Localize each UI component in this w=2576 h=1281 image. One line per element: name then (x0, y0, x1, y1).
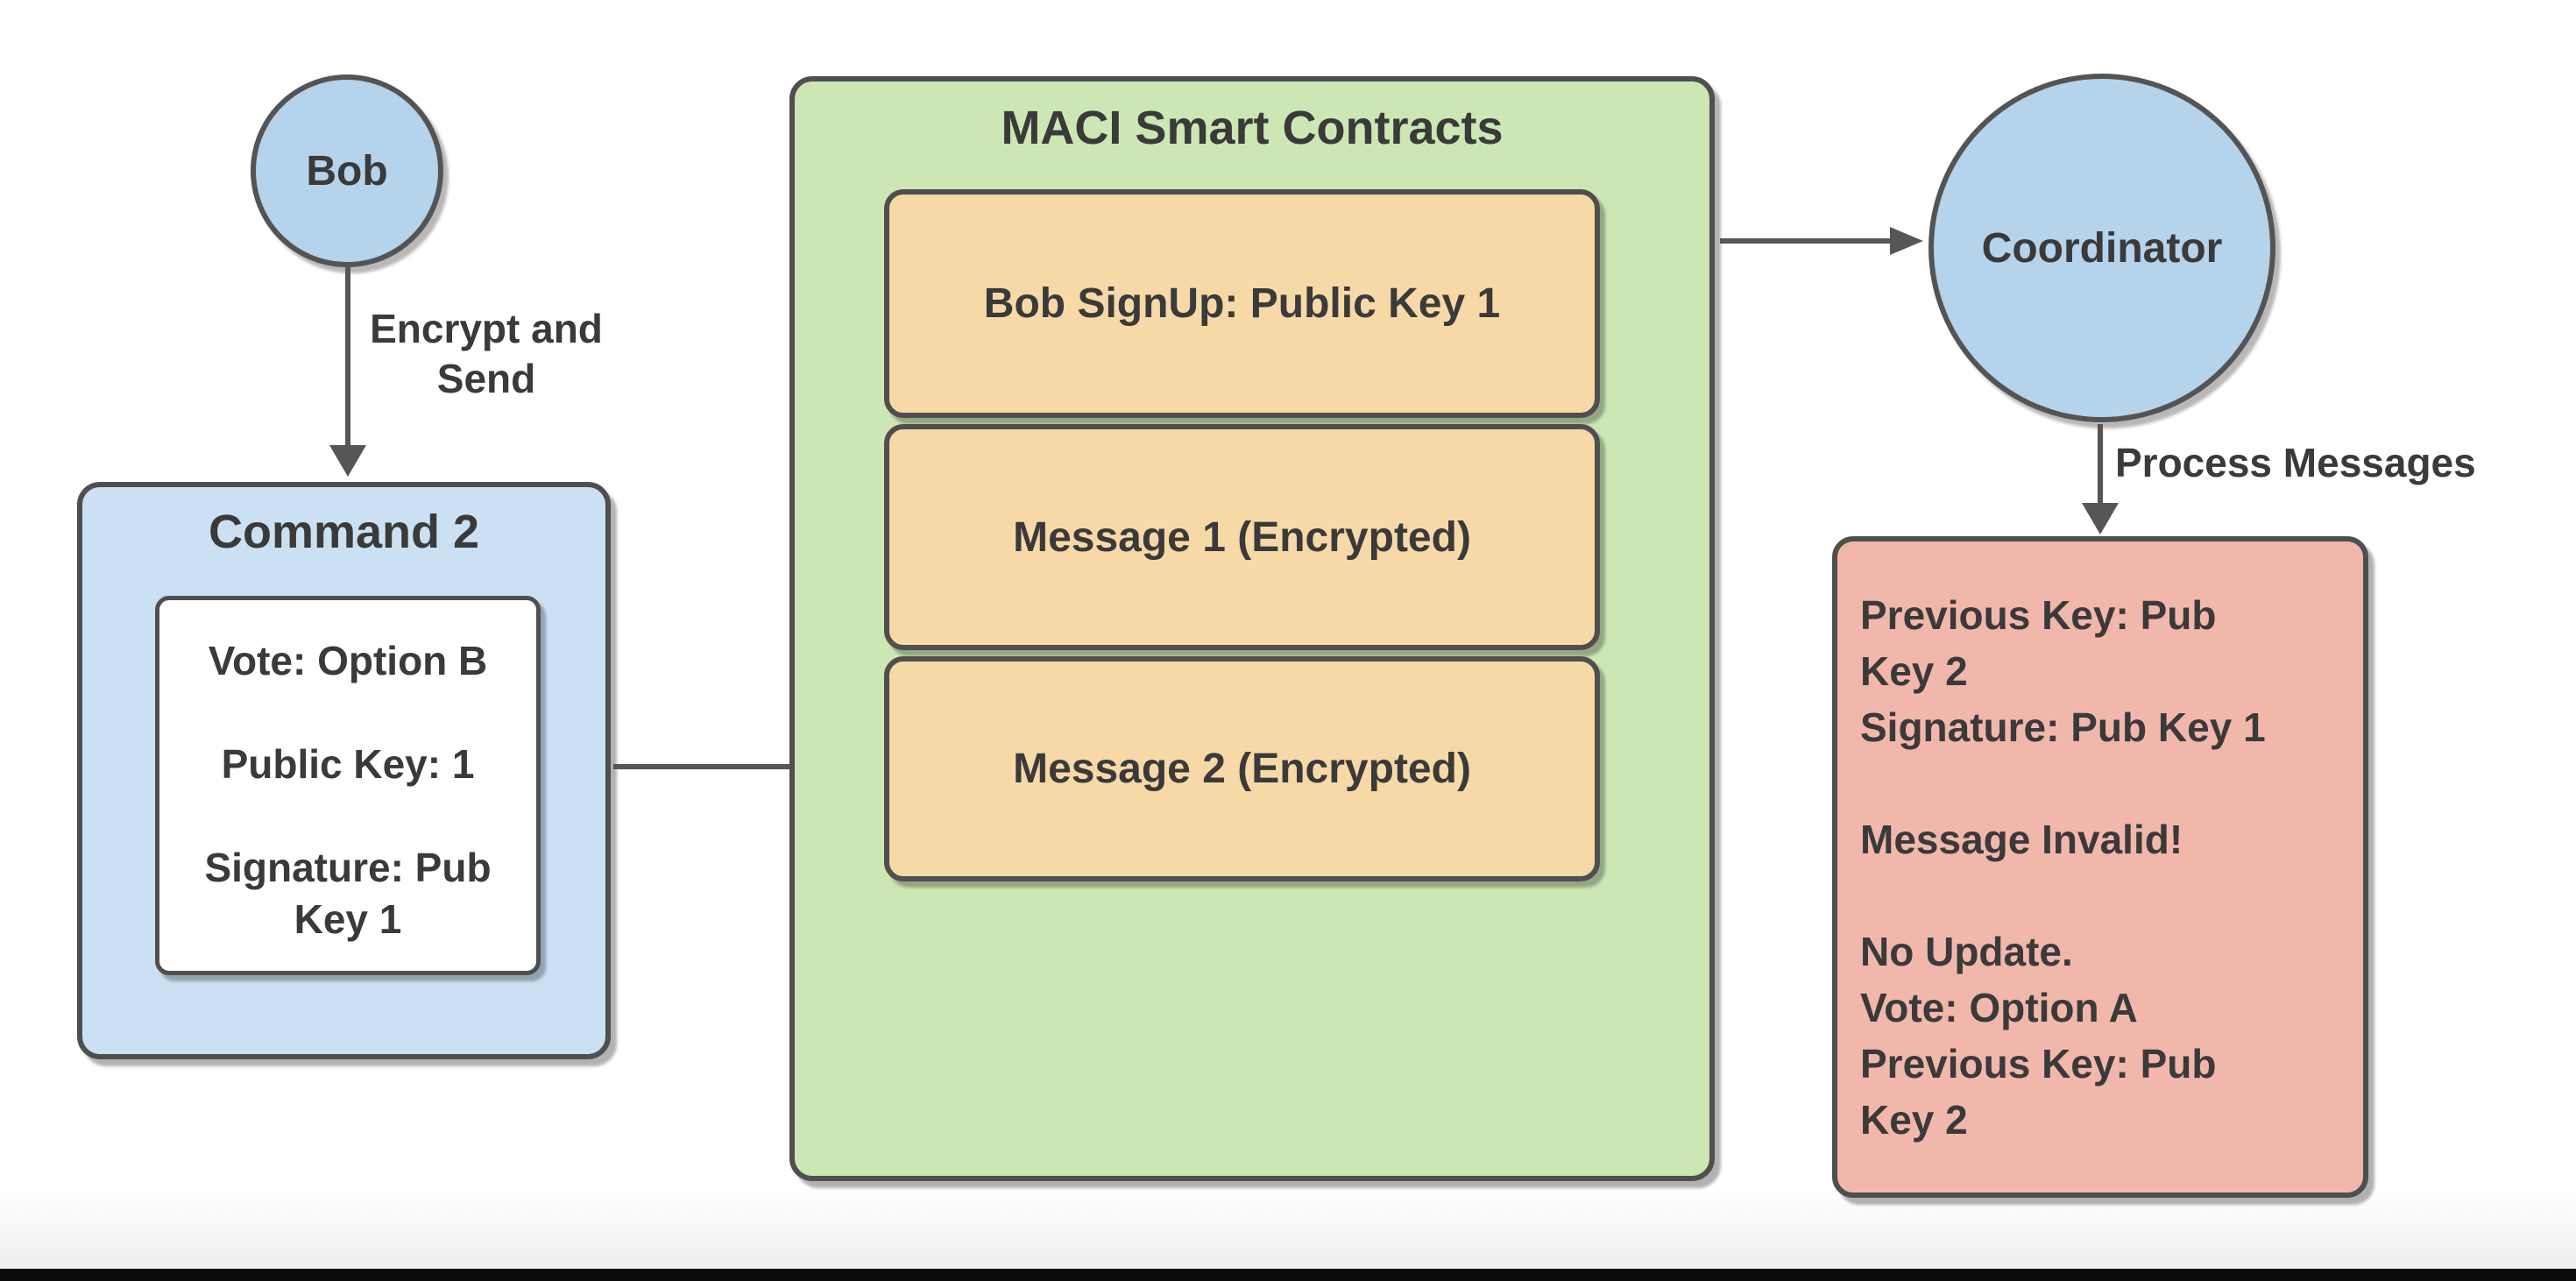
encrypt-send-label-line1: Encrypt and (370, 306, 603, 351)
process-messages-arrow (2098, 424, 2103, 505)
encrypt-send-label: Encrypt and Send (342, 304, 631, 404)
arrow-right-icon (1890, 227, 1923, 255)
command2-payload-box: Vote: Option B Public Key: 1 Signature: … (155, 596, 541, 975)
result-line: Previous Key: Pub (1860, 592, 2217, 638)
maci-item-bob-signup: Bob SignUp: Public Key 1 (884, 189, 1600, 418)
process-messages-label: Process Messages (2115, 440, 2476, 485)
maci-smart-contracts-box: MACI Smart Contracts Bob SignUp: Public … (789, 76, 1715, 1181)
result-line: No Update. (1860, 929, 2073, 974)
command2-to-message2-arrow (613, 764, 843, 769)
payload-line (159, 790, 536, 842)
result-line: Key 2 (1860, 1097, 1968, 1143)
bottom-black-bar (0, 1269, 2576, 1281)
result-line: Key 2 (1860, 648, 1968, 694)
coordinator-node: Coordinator (1928, 74, 2275, 422)
payload-line: Signature: Pub (204, 845, 492, 890)
maci-item-label: Bob SignUp: Public Key 1 (983, 280, 1501, 327)
payload-line: Vote: Option B (208, 638, 488, 683)
result-line: Message Invalid! (1860, 817, 2183, 862)
command2-box: Command 2 Vote: Option B Public Key: 1 S… (77, 482, 611, 1059)
footer-fade-strip (0, 1192, 2576, 1269)
result-content: Previous Key: Pub Key 2 Signature: Pub K… (1860, 587, 2353, 1148)
coordinator-node-label: Coordinator (1981, 224, 2223, 272)
payload-line: Public Key: 1 (221, 741, 475, 787)
payload-line: Key 1 (294, 896, 402, 942)
encrypt-send-arrow (345, 267, 350, 447)
maci-item-message2: Message 2 (Encrypted) (884, 656, 1600, 881)
maci-to-coordinator-arrow (1720, 238, 1890, 244)
bob-node: Bob (251, 74, 443, 267)
maci-item-message1: Message 1 (Encrypted) (884, 424, 1600, 650)
arrow-down-icon (2082, 503, 2119, 534)
result-line (1860, 867, 2353, 924)
maci-title: MACI Smart Contracts (1001, 102, 1504, 154)
result-line (1860, 755, 2353, 811)
bob-node-label: Bob (306, 147, 388, 195)
payload-line (159, 687, 536, 739)
result-box: Previous Key: Pub Key 2 Signature: Pub K… (1832, 536, 2368, 1198)
result-line: Previous Key: Pub (1860, 1041, 2217, 1086)
arrow-down-icon (329, 445, 366, 477)
maci-item-label: Message 1 (Encrypted) (1013, 513, 1471, 561)
result-line: Vote: Option A (1860, 985, 2138, 1030)
maci-item-label: Message 2 (Encrypted) (1013, 746, 1471, 792)
command2-title: Command 2 (208, 506, 480, 558)
encrypt-send-label-line2: Send (436, 356, 536, 401)
result-line: Signature: Pub Key 1 (1860, 704, 2266, 750)
